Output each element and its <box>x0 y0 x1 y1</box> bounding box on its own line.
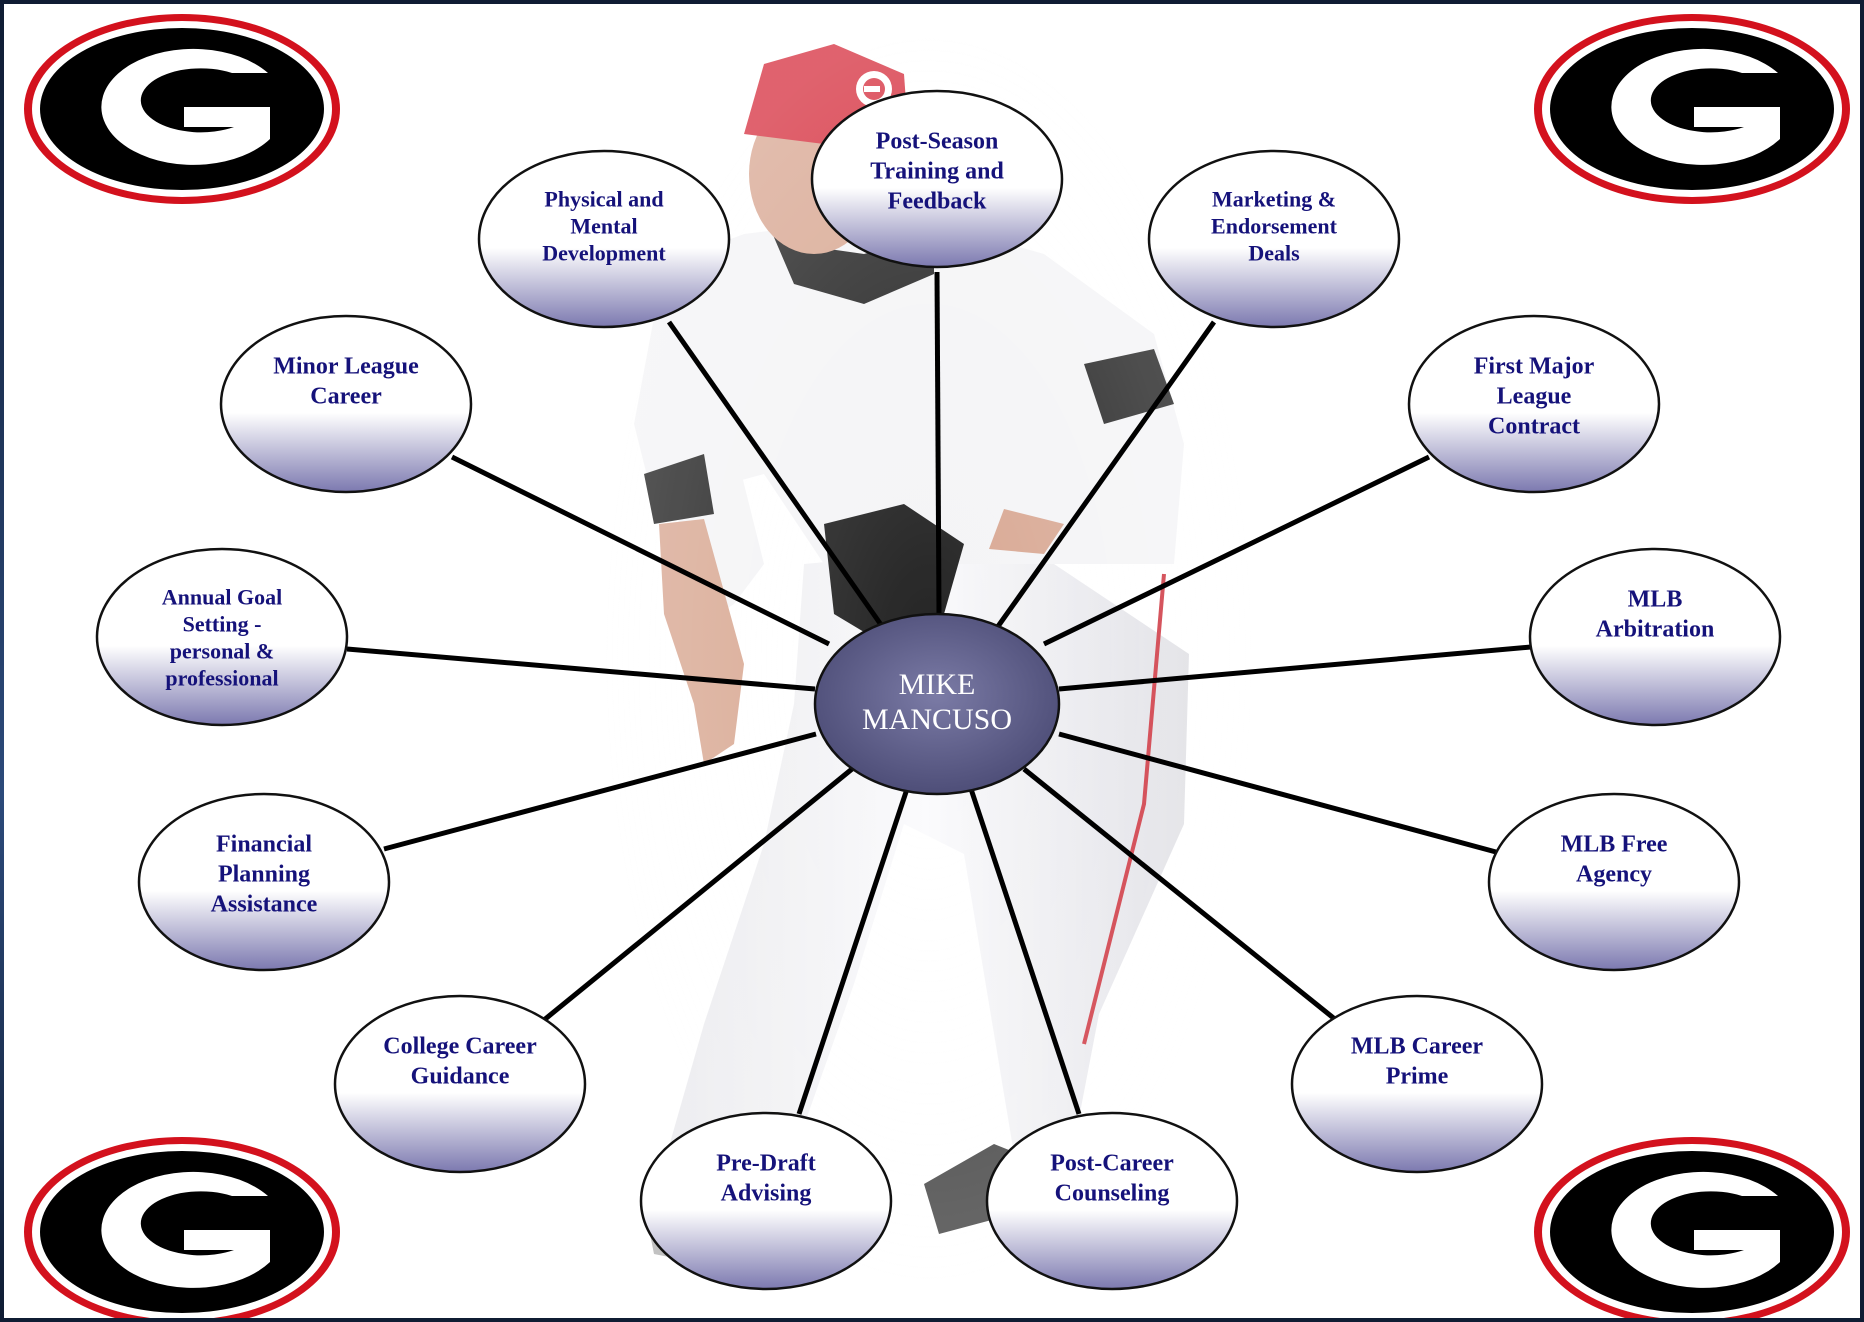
connector-mlb-arbitration <box>1058 644 1532 692</box>
node-label-line: Setting - <box>183 611 262 636</box>
georgia-g-logo-top-right <box>1534 14 1850 204</box>
node-label-line: Planning <box>218 861 310 887</box>
node-label-line: MLB Free <box>1561 831 1668 857</box>
node-label-line: Advising <box>721 1180 812 1206</box>
node-ellipse[interactable] <box>1290 994 1544 1174</box>
georgia-g-logo-bottom-left <box>24 1137 340 1318</box>
connector-lines <box>346 271 1532 1115</box>
connector-financial-planning <box>383 731 817 852</box>
node-ellipse[interactable] <box>810 89 1064 269</box>
connector-annual-goal-setting <box>346 646 816 692</box>
connector-minor-league-career <box>450 454 831 647</box>
node-label-line: Physical and <box>544 186 663 211</box>
node-label-line: League <box>1497 383 1572 409</box>
node-label-line: Minor League <box>273 353 419 379</box>
node-label-line: personal & <box>170 638 275 663</box>
connector-marketing-endorsement <box>991 320 1217 634</box>
node-ellipse[interactable] <box>1407 314 1661 494</box>
node-label-line: Marketing & <box>1212 186 1336 211</box>
node-label-line: MLB Career <box>1351 1033 1484 1059</box>
node-ellipse[interactable] <box>137 792 391 972</box>
node-label-line: Financial <box>216 831 312 857</box>
node-label-line: Endorsement <box>1211 213 1338 238</box>
georgia-g-logo-bottom-right <box>1534 1137 1850 1318</box>
center-node[interactable]: MIKE MANCUSO <box>813 612 1061 796</box>
node-ellipse[interactable] <box>95 547 349 727</box>
connector-physical-mental-development <box>666 320 887 631</box>
node-label-line: Agency <box>1576 861 1652 887</box>
node-label-line: Prime <box>1386 1063 1449 1089</box>
node-label-line: professional <box>165 665 278 690</box>
node-label-line: Pre-Draft <box>716 1150 816 1176</box>
node-ellipse[interactable] <box>1147 149 1401 329</box>
node-label-line: Contract <box>1488 413 1580 439</box>
node-mlb-arbitration[interactable]: MLB Arbitration <box>1528 547 1782 727</box>
node-ellipse[interactable] <box>1528 547 1782 727</box>
node-label-line: Guidance <box>411 1063 510 1089</box>
center-label-line: MANCUSO <box>862 703 1012 736</box>
node-label-line: Development <box>542 240 666 265</box>
node-label-line: College Career <box>383 1033 537 1059</box>
connector-first-major-league-contract <box>1042 454 1431 647</box>
connector-post-season-training <box>934 271 942 615</box>
node-label-line: Post-Season <box>876 128 999 154</box>
node-label-line: First Major <box>1474 353 1595 379</box>
connector-post-career-counseling <box>968 788 1082 1115</box>
node-label-line: Feedback <box>888 188 987 214</box>
node-label-line: Arbitration <box>1596 616 1715 642</box>
node-ellipse[interactable] <box>639 1111 893 1291</box>
logo-group <box>24 14 1850 1318</box>
node-label-line: Mental <box>570 213 637 238</box>
node-label-line: Annual Goal <box>162 584 282 609</box>
node-ellipse[interactable] <box>219 314 473 494</box>
georgia-g-logo-top-left <box>24 14 340 204</box>
node-label-line: MLB <box>1628 586 1683 612</box>
connector-college-career-guidance <box>542 767 854 1022</box>
center-ellipse[interactable] <box>813 612 1061 796</box>
node-ellipse[interactable] <box>1487 792 1741 972</box>
node-label-line: Training and <box>870 158 1004 184</box>
node-label-line: Counseling <box>1055 1180 1170 1206</box>
node-ellipse[interactable] <box>477 149 731 329</box>
node-label-line: Post-Career <box>1050 1150 1174 1176</box>
center-label-line: MIKE <box>899 668 976 701</box>
slide-border <box>0 0 4 1322</box>
node-ellipse[interactable] <box>333 994 587 1174</box>
node-label-line: Deals <box>1248 240 1300 265</box>
node-label-line: Career <box>310 383 382 409</box>
node-ellipse[interactable] <box>985 1111 1239 1291</box>
node-label-line: Assistance <box>211 891 318 917</box>
connector-mlb-career-prime <box>1022 767 1338 1022</box>
connector-pre-draft-advising <box>796 788 910 1115</box>
connector-mlb-free-agency <box>1058 731 1497 855</box>
